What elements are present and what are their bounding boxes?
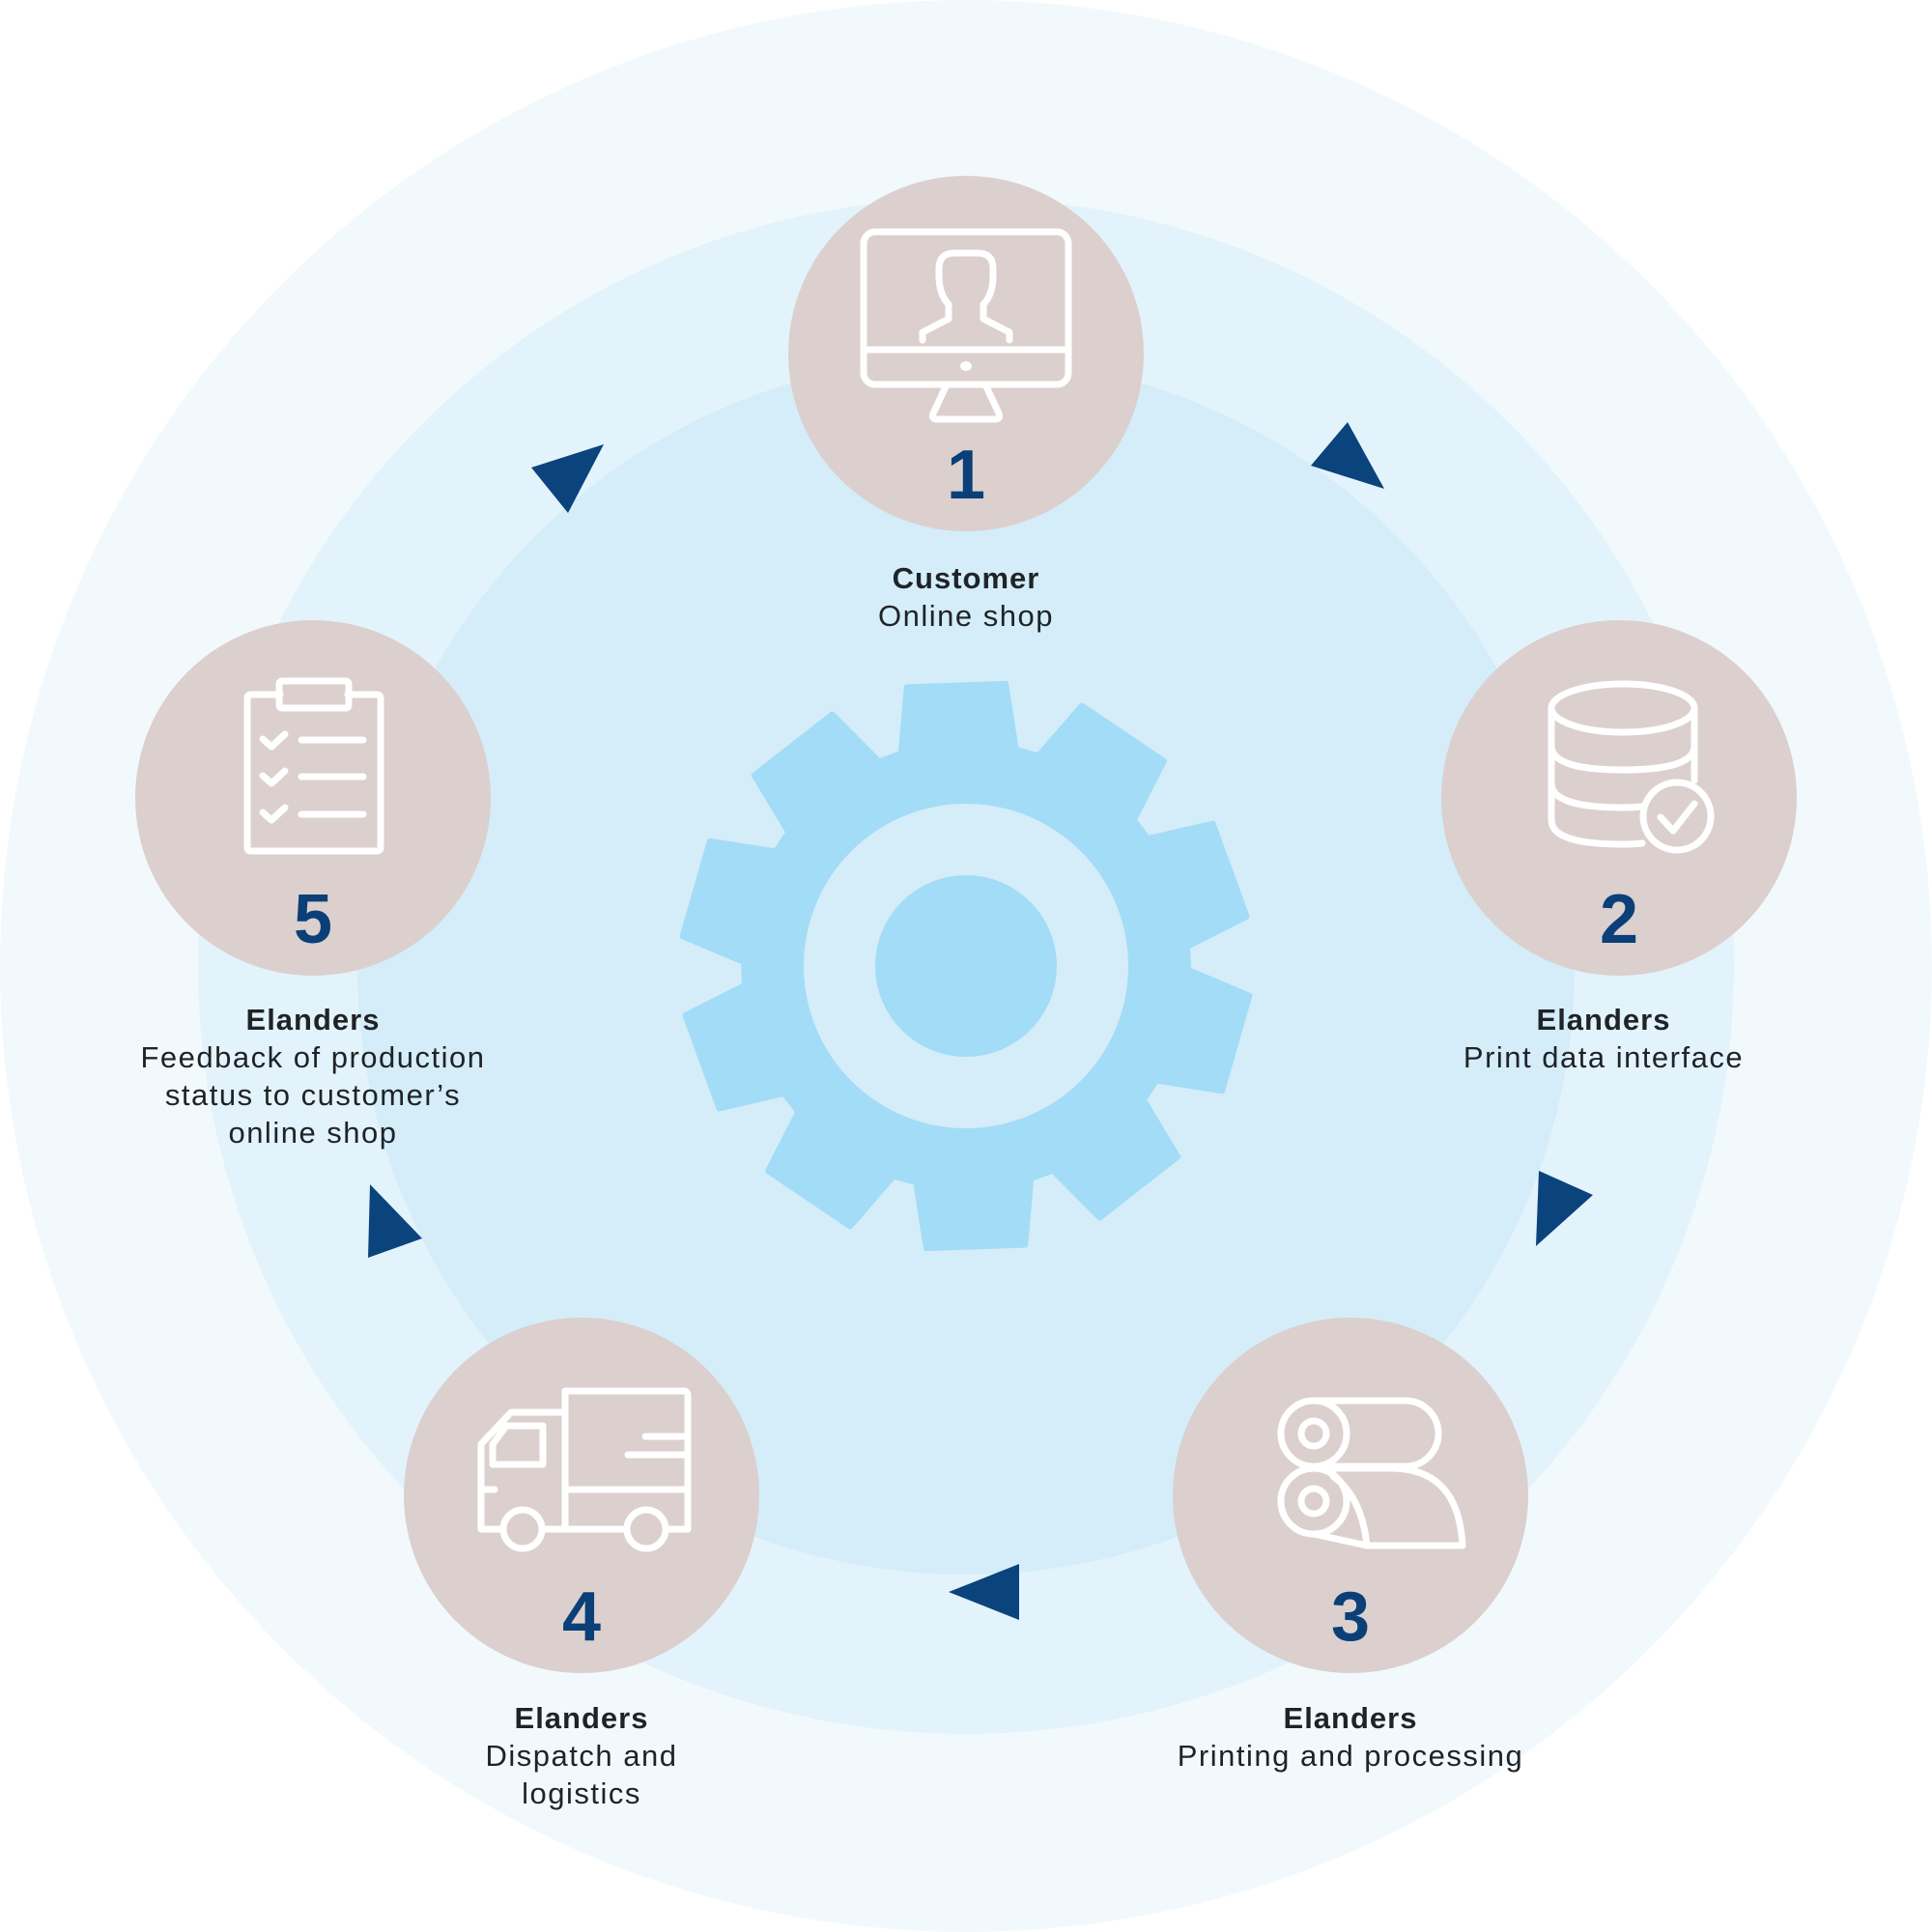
step-4-circle xyxy=(404,1318,759,1673)
step-1-number: 1 xyxy=(947,437,985,514)
delivery-truck-icon xyxy=(477,1387,692,1552)
step-4-desc-line-1: Dispatch and xyxy=(486,1739,678,1773)
flow-arrows xyxy=(368,422,1593,1620)
step-5-desc-line-1: Feedback of production xyxy=(141,1040,486,1074)
step-2-title: Elanders xyxy=(1537,1003,1671,1037)
monitor-user-icon xyxy=(860,228,1072,423)
arrow-3-to-4 xyxy=(949,1564,1019,1620)
step-1: 1 Customer Online shop xyxy=(788,176,1144,633)
step-3: 3 Elanders Printing and processing xyxy=(1173,1318,1528,1773)
step-3-title: Elanders xyxy=(1284,1701,1418,1735)
step-4-number: 4 xyxy=(562,1578,601,1656)
step-3-desc-line-1: Printing and processing xyxy=(1178,1739,1523,1773)
clipboard-checklist-icon xyxy=(243,677,384,855)
step-2: 2 Elanders Print data interface xyxy=(1441,620,1797,1074)
step-3-number: 3 xyxy=(1331,1578,1370,1656)
step-5-title: Elanders xyxy=(246,1003,381,1037)
step-1-circle xyxy=(788,176,1144,531)
arrow-5-to-1 xyxy=(531,444,604,513)
arrow-2-to-3 xyxy=(1536,1171,1593,1246)
arrow-1-to-2 xyxy=(1311,422,1384,489)
step-1-title: Customer xyxy=(893,561,1040,595)
step-1-desc-line-1: Online shop xyxy=(878,599,1054,633)
gear-icon xyxy=(679,680,1253,1252)
step-5-number: 5 xyxy=(294,881,332,958)
step-4-title: Elanders xyxy=(515,1701,649,1735)
paper-rolls-icon xyxy=(1277,1397,1466,1549)
step-5: 5 Elanders Feedback of production status… xyxy=(135,620,491,1150)
step-2-desc-line-1: Print data interface xyxy=(1463,1040,1744,1074)
step-4-desc-line-2: logistics xyxy=(522,1776,641,1810)
gear-hub xyxy=(875,875,1057,1057)
database-check-icon xyxy=(1548,680,1715,854)
step-2-circle xyxy=(1441,620,1797,976)
step-2-number: 2 xyxy=(1600,881,1638,958)
step-5-desc-line-2: status to customer’s xyxy=(165,1078,461,1112)
arrow-4-to-5 xyxy=(368,1184,422,1258)
step-4: 4 Elanders Dispatch and logistics xyxy=(404,1318,759,1810)
step-5-circle xyxy=(135,620,491,976)
step-5-desc-line-3: online shop xyxy=(228,1116,397,1150)
